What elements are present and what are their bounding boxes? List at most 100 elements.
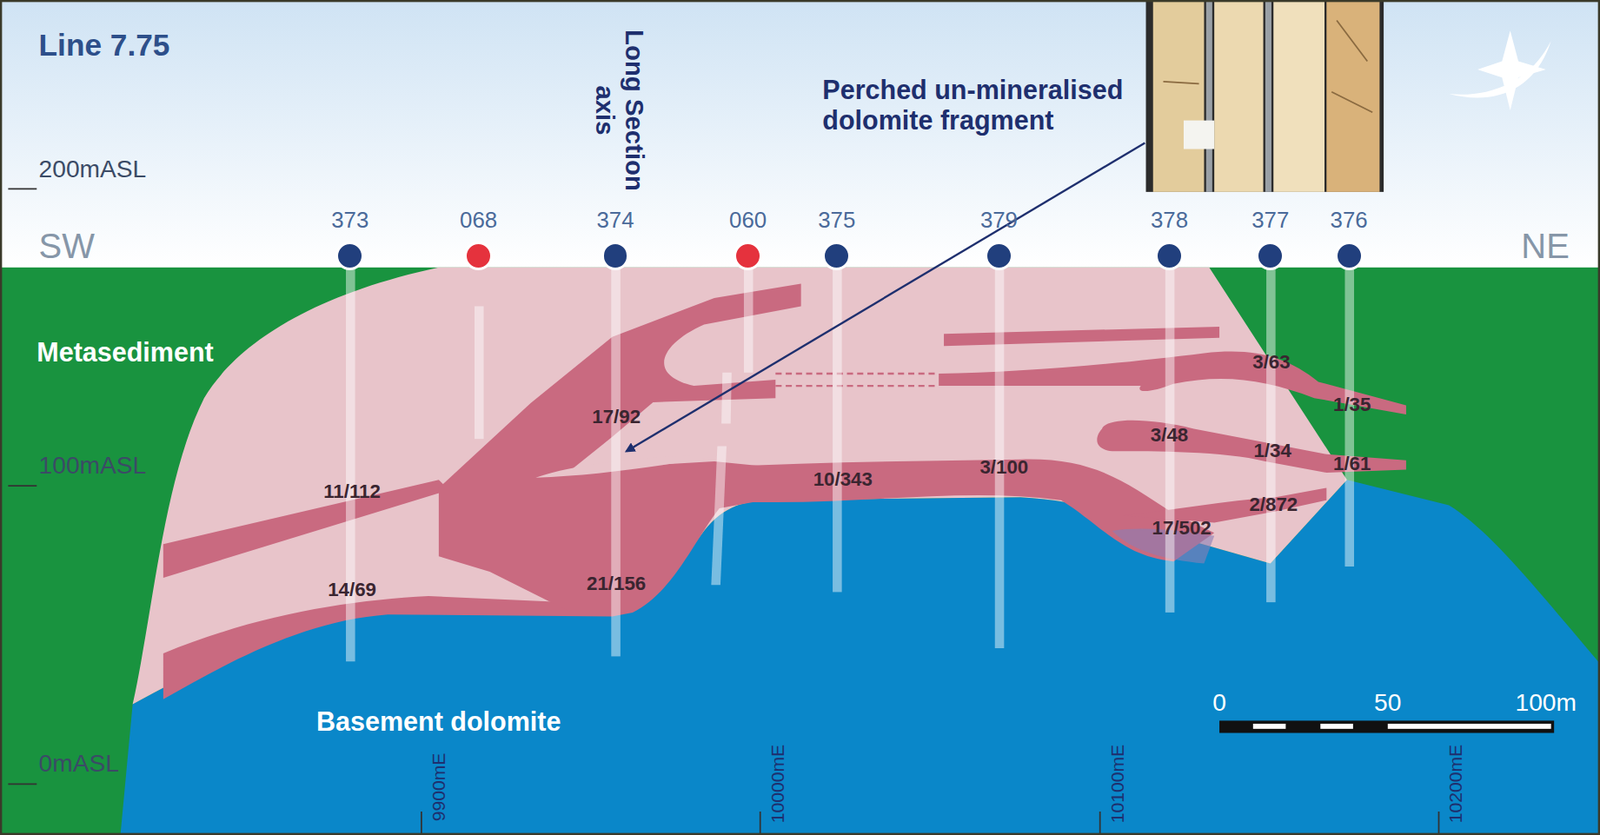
scale-label: 0 [1212, 688, 1227, 717]
elevation-label: 0mASL [39, 749, 120, 777]
drill-trace [832, 267, 843, 593]
intercept-label: 14/69 [327, 578, 377, 602]
drill-trace [1266, 267, 1276, 603]
collar-symbol [984, 241, 1014, 271]
hole-number: 373 [331, 206, 369, 234]
drill-trace [743, 267, 754, 373]
direction-label: NE [1520, 226, 1569, 267]
intercept-label: 17/92 [591, 405, 641, 429]
core-fracture [1162, 19, 1373, 113]
tick [420, 811, 423, 835]
intercept-label: 2/872 [1248, 493, 1298, 517]
drill-collar: 379 [980, 206, 1018, 271]
logo-swoosh [1448, 40, 1551, 99]
intercept-label: 1/61 [1333, 452, 1371, 476]
elevation-label: 200mASL [39, 154, 147, 183]
sky [0, 0, 1600, 268]
scale-label: 50 [1374, 688, 1401, 717]
tick [1438, 811, 1441, 835]
perched-fragment [535, 456, 717, 479]
easting-label: 9900mE [428, 753, 450, 823]
drill-collar: 376 [1330, 206, 1368, 271]
drill-collar: 373 [331, 206, 369, 271]
drill-trace [345, 267, 356, 662]
core-photo [1146, 0, 1385, 193]
hole-number: 376 [1330, 206, 1368, 234]
leader-arrow [626, 142, 1145, 452]
tick [7, 187, 37, 190]
hole-number: 060 [729, 206, 767, 234]
hole-number: 068 [459, 206, 498, 234]
intercept-label: 3/48 [1150, 424, 1189, 448]
collar-symbol [335, 241, 365, 271]
core [1153, 0, 1205, 193]
scale-seg [1253, 723, 1287, 730]
easting-label: 10000mE [767, 743, 789, 823]
core-tray [1265, 0, 1272, 193]
thin-band [943, 326, 1220, 346]
drill-collar: 375 [817, 206, 856, 271]
core [1273, 0, 1325, 193]
drill-trace [1344, 267, 1355, 567]
easting-label: 10200mE [1445, 743, 1467, 823]
scale-label: 100m [1515, 688, 1577, 717]
hole-number: 375 [817, 206, 856, 234]
collar-symbol [733, 241, 763, 271]
collar-symbol [464, 241, 493, 271]
company-logo [1448, 30, 1551, 111]
collar-symbol [1255, 241, 1285, 271]
direction-label: SW [39, 226, 95, 267]
core [1326, 0, 1380, 193]
intercept-label: 3/63 [1252, 351, 1290, 374]
axis-ticks [7, 188, 1439, 835]
unit-label: Basement dolomite [316, 707, 561, 738]
scale-bar-frame [1219, 720, 1554, 733]
hole-number: 377 [1251, 206, 1289, 234]
intercept-label: 1/35 [1333, 393, 1371, 417]
drill-trace [710, 445, 727, 585]
drill-collar: 374 [596, 206, 634, 271]
alteration-zone [132, 267, 1348, 705]
lower-band [163, 596, 633, 700]
tick [7, 484, 37, 487]
collar-symbol [822, 241, 851, 271]
upper-left-band [163, 479, 450, 578]
scale-bar [1219, 720, 1554, 733]
drill-traces [345, 267, 1355, 662]
drill-collar: 068 [459, 206, 498, 271]
tick [759, 811, 762, 835]
collar-symbol [601, 241, 631, 271]
callout-label: Perched un-mineralised dolomite fragment [822, 74, 1149, 136]
drill-collar: 060 [729, 206, 767, 271]
axis-label: Long Section axis [590, 15, 650, 205]
drill-trace [721, 372, 732, 425]
drill-collar: 378 [1150, 206, 1189, 271]
intercept-label: 3/100 [979, 456, 1029, 479]
section-title: Line 7.75 [39, 26, 171, 63]
tick [7, 783, 37, 785]
intercept-label: 1/34 [1253, 439, 1291, 463]
hole-number: 378 [1150, 206, 1189, 234]
collar-symbol [1334, 241, 1364, 271]
intercept-label: 21/156 [586, 572, 646, 596]
photo-frame [1146, 0, 1385, 193]
drill-trace [474, 305, 485, 439]
intercept-label: 11/112 [323, 480, 381, 504]
intercept-label: 17/502 [1152, 517, 1212, 540]
scale-seg [1387, 723, 1552, 730]
collar-symbol [1155, 241, 1184, 271]
drill-trace [610, 267, 621, 658]
elevation-label: 100mASL [39, 451, 147, 479]
unit-label: Metasediment [36, 338, 214, 369]
core-tray [1206, 0, 1213, 193]
hole-number: 379 [980, 206, 1018, 234]
hole-number: 374 [596, 206, 634, 234]
easting-label: 10100mE [1106, 743, 1128, 823]
core [1214, 0, 1263, 193]
inferred-band [775, 373, 939, 386]
metasediment-ground [0, 267, 1600, 835]
tick [1099, 811, 1102, 835]
